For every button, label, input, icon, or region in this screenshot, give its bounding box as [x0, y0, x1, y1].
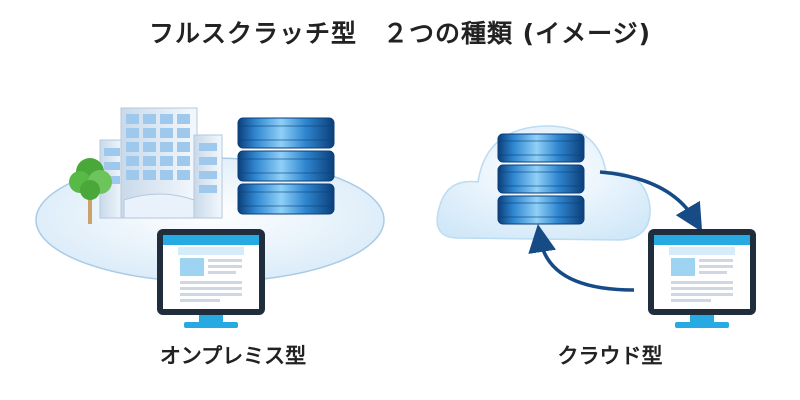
diagram-title: フルスクラッチ型 ２つの種類 (イメージ): [148, 19, 652, 48]
arrow-client-to-server: [528, 224, 635, 292]
tree-icon: [69, 158, 112, 224]
cloud-server-icon: [497, 133, 585, 225]
onprem-server-icon: [237, 117, 335, 215]
building-icon: [99, 107, 223, 219]
cloud-group: [436, 125, 756, 328]
onprem-group: [35, 107, 385, 328]
onprem-label: オンプレミス型: [159, 344, 307, 368]
cloud-monitor-icon: [648, 229, 756, 328]
arrow-server-to-client: [599, 170, 703, 233]
onprem-monitor-icon: [157, 229, 265, 328]
cloud-label: クラウド型: [557, 344, 663, 368]
